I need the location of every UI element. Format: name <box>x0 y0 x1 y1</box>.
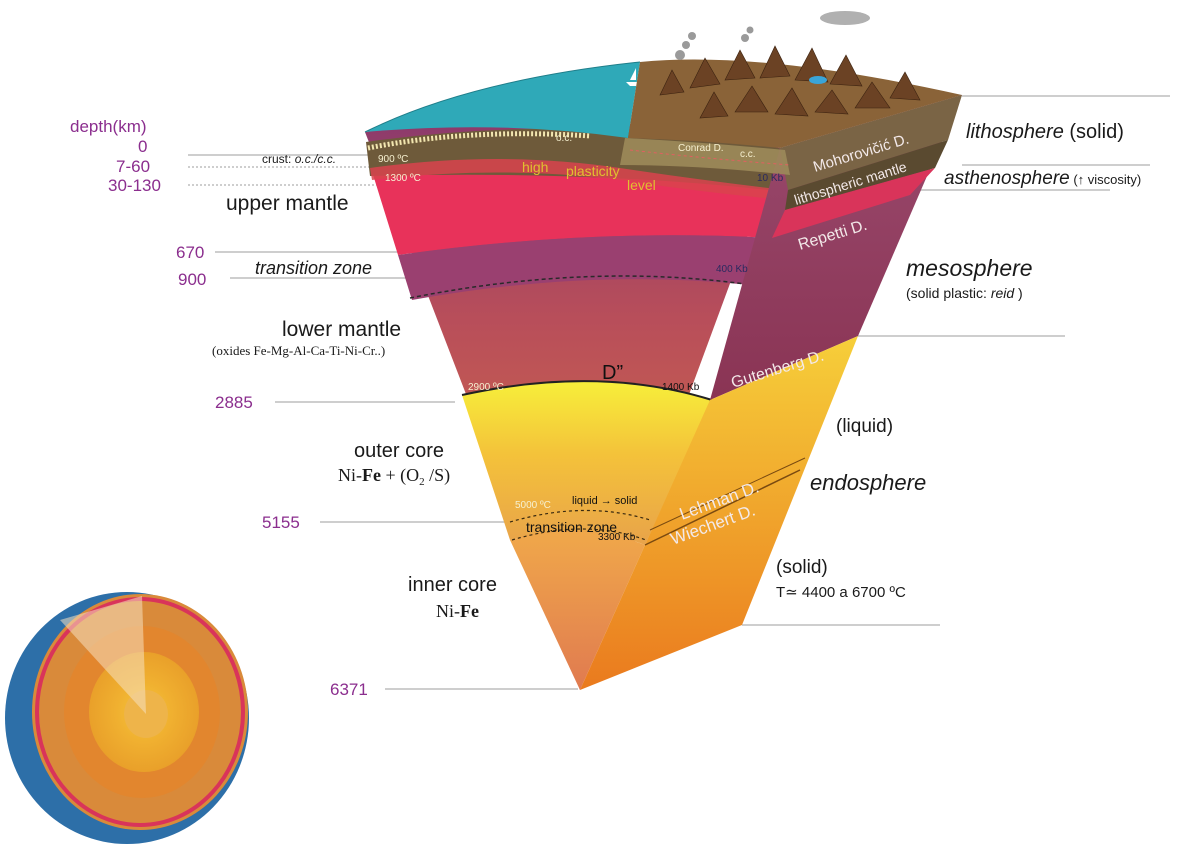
side-face-core <box>580 336 858 690</box>
p1400-label: 1400 Kb <box>662 382 700 393</box>
sailboat-icon <box>626 68 642 86</box>
solid-label: (solid) <box>776 557 828 578</box>
upper-mantle-label: upper mantle <box>226 192 349 215</box>
depth-5155: 5155 <box>262 513 300 532</box>
level-label: level <box>627 177 656 193</box>
depth-6371: 6371 <box>330 680 368 699</box>
oc-label: o.c. <box>556 133 572 144</box>
layer-labels-right: lithosphere (solid) asthenosphere (↑ vis… <box>776 121 1141 601</box>
endosphere-label: endosphere <box>810 470 926 495</box>
outer-core-composition: Ni-Fe + (O2 /S) <box>338 465 450 488</box>
outer-core-label: outer core <box>354 440 444 462</box>
t2900-label: 2900 ºC <box>468 382 504 393</box>
inner-core-front <box>510 531 645 690</box>
t1300-label: 1300 ºC <box>385 173 421 184</box>
earth-wedge-block <box>364 11 962 690</box>
outer-core-front <box>462 381 712 545</box>
depth-labels: depth(km) 0 7-60 30-130 670 900 2885 515… <box>70 117 368 699</box>
lake <box>809 76 827 84</box>
inner-core-label: inner core <box>408 574 497 596</box>
side-face-lithosphere <box>780 95 962 190</box>
temperature-label: T≃ 4400 a 6700 ºC <box>776 584 906 601</box>
liquid-label: (liquid) <box>836 416 893 437</box>
asthenosphere-label: asthenosphere (↑ viscosity) <box>944 168 1141 189</box>
t5000-label: 5000 ºC <box>515 500 551 511</box>
high-label: high <box>522 159 548 175</box>
depth-guide-lines <box>188 95 1170 690</box>
lower-mantle-oxides: (oxides Fe-Mg-Al-Ca-Ti-Ni-Cr..) <box>212 343 385 358</box>
liquid-solid-label: liquid → solid <box>572 495 637 507</box>
lithosphere-label: lithosphere (solid) <box>966 121 1124 143</box>
depth-2885: 2885 <box>215 393 253 412</box>
d-double-prime-label: D” <box>602 362 623 384</box>
inner-core-composition: Ni-Fe <box>436 601 479 621</box>
layer-labels-left: crust: o.c./c.c. upper mantle transition… <box>212 152 497 621</box>
block-labels: o.c. Conrad D. c.c. 900 ºC 1300 ºC high … <box>378 133 784 543</box>
ocean-surface <box>365 62 640 138</box>
depth-0: 0 <box>138 137 147 156</box>
earth-cutaway-icon <box>5 592 249 844</box>
core-transition-label: transition zone <box>526 519 617 535</box>
p10-label: 10 Kb <box>757 173 784 184</box>
p400-label: 400 Kb <box>716 264 748 275</box>
plasticity-label: plasticity <box>566 163 620 179</box>
cc-label: c.c. <box>740 149 756 160</box>
p3300-label: 3300 Kb <box>598 532 636 543</box>
volcano-smoke <box>675 11 870 60</box>
mesosphere-note: (solid plastic: reid ) <box>906 285 1023 301</box>
transition-zone-band <box>398 235 772 300</box>
side-face-astheno <box>772 168 935 238</box>
depth-670: 670 <box>176 243 204 262</box>
mountains <box>659 45 921 119</box>
conrad-label: Conrad D. <box>678 143 724 154</box>
depth-7-60: 7-60 <box>116 157 150 176</box>
depth-900: 900 <box>178 270 206 289</box>
depth-header: depth(km) <box>70 117 147 136</box>
transition-zone-label: transition zone <box>255 258 372 278</box>
depth-30-130: 30-130 <box>108 176 161 195</box>
t900-label: 900 ºC <box>378 154 408 165</box>
mesosphere-label: mesosphere <box>906 255 1033 281</box>
lower-mantle-label: lower mantle <box>282 318 401 341</box>
crust-label: crust: o.c./c.c. <box>262 152 336 166</box>
side-face-litho-mantle <box>785 140 948 210</box>
